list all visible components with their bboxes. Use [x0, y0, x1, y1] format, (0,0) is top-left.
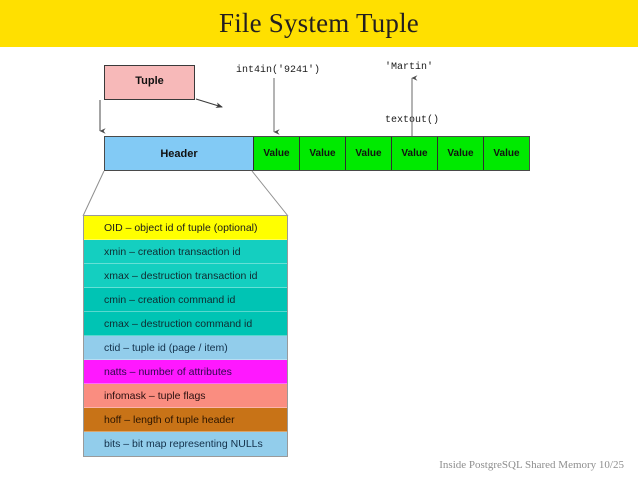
header-field-xmax: xmax – destruction transaction id — [84, 264, 287, 288]
connector-header-left-leader — [82, 170, 105, 217]
header-field-ctid: ctid – tuple id (page / item) — [84, 336, 287, 360]
header-field-oid: OID – object id of tuple (optional) — [84, 216, 287, 240]
header-detail-table: OID – object id of tuple (optional) xmin… — [83, 215, 288, 457]
tuple-value-cell-5: Value — [437, 137, 483, 170]
header-field-xmin: xmin – creation transaction id — [84, 240, 287, 264]
tuple-strip: Header Value Value Value Value Value Val… — [104, 136, 530, 171]
tuple-value-cell-3: Value — [345, 137, 391, 170]
header-field-hoff: hoff – length of tuple header — [84, 408, 287, 432]
annotation-int4in: int4in('9241') — [236, 65, 321, 76]
tuple-value-cell-4: Value — [391, 137, 437, 170]
title-banner — [0, 0, 638, 47]
annotation-martin: 'Martin' — [385, 62, 434, 73]
annotation-textout: textout() — [385, 115, 440, 126]
connector-tuple-diagonal — [195, 98, 223, 108]
tuple-value-cell-1: Value — [253, 137, 299, 170]
header-field-cmin: cmin – creation command id — [84, 288, 287, 312]
connector-header-right-leader — [251, 170, 289, 217]
header-field-natts: natts – number of attributes — [84, 360, 287, 384]
tuple-header-cell: Header — [105, 137, 253, 170]
tuple-value-cell-2: Value — [299, 137, 345, 170]
tuple-value-cell-6: Value — [483, 137, 529, 170]
header-field-infomask: infomask – tuple flags — [84, 384, 287, 408]
tuple-box-label: Tuple — [135, 75, 164, 87]
tuple-box: Tuple — [104, 65, 195, 100]
slide-footer: Inside PostgreSQL Shared Memory 10/25 — [439, 459, 624, 471]
header-field-cmax: cmax – destruction command id — [84, 312, 287, 336]
header-field-bits: bits – bit map representing NULLs — [84, 432, 287, 456]
page-title: File System Tuple — [219, 8, 419, 38]
